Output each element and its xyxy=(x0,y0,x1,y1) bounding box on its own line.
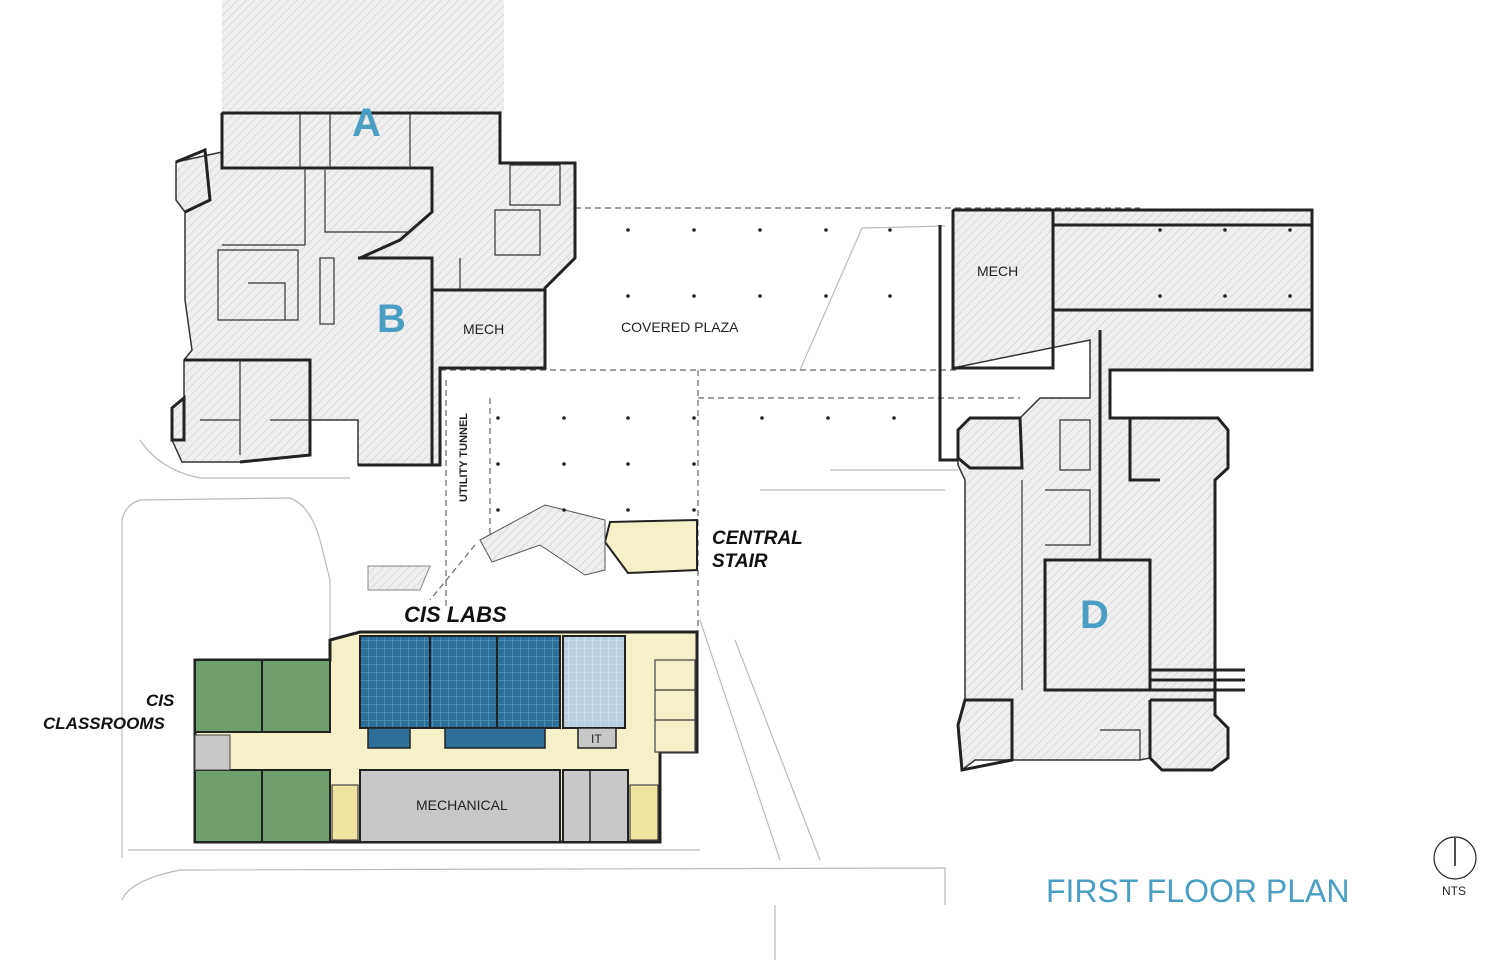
column-dot xyxy=(824,228,828,232)
building-d xyxy=(938,208,1314,772)
mechanical-label: MECHANICAL xyxy=(416,797,508,813)
column-dot xyxy=(760,416,764,420)
building-a-b xyxy=(170,111,577,467)
column-dot xyxy=(888,294,892,298)
column-dot xyxy=(496,462,500,466)
column-dot xyxy=(888,228,892,232)
building-a-label: A xyxy=(352,101,381,145)
north-arrow-icon xyxy=(1433,836,1477,880)
planter xyxy=(367,565,431,591)
column-dot xyxy=(692,228,696,232)
column-dot xyxy=(758,294,762,298)
utility-tunnel-label: UTILITY TUNNEL xyxy=(458,413,470,502)
column-dot xyxy=(626,508,630,512)
column-dot xyxy=(692,462,696,466)
column-dot xyxy=(1158,228,1162,232)
column-dot xyxy=(692,294,696,298)
central-stair-callout-line2: STAIR xyxy=(712,551,768,572)
building-d-label: D xyxy=(1080,593,1109,637)
column-dot xyxy=(626,462,630,466)
column-dot xyxy=(496,416,500,420)
column-dot xyxy=(562,462,566,466)
column-dot xyxy=(626,416,630,420)
column-dot xyxy=(826,416,830,420)
column-dot xyxy=(692,508,696,512)
covered-plaza-label: COVERED PLAZA xyxy=(621,319,739,335)
column-dot xyxy=(892,416,896,420)
column-dot xyxy=(1223,228,1227,232)
central-stair xyxy=(603,518,698,575)
column-dot xyxy=(692,416,696,420)
stair-bridge xyxy=(479,504,606,576)
it-room-label: IT xyxy=(591,732,602,746)
building-b-label: B xyxy=(377,297,406,341)
column-dot xyxy=(1288,228,1292,232)
mech-d-label: MECH xyxy=(977,263,1018,279)
cis-classrooms-callout-line2: CLASSROOMS xyxy=(43,714,166,733)
cis-classrooms-callout-line1: CIS xyxy=(146,691,175,710)
central-stair-callout-line1: CENTRAL xyxy=(712,528,803,549)
canopy-lines xyxy=(429,207,1140,640)
cis-building xyxy=(193,630,699,844)
column-dot xyxy=(496,508,500,512)
mech-b-label: MECH xyxy=(463,321,504,337)
column-dot xyxy=(1158,294,1162,298)
plaza-columns xyxy=(496,228,1292,512)
column-dot xyxy=(626,228,630,232)
cis-labs-callout: CIS LABS xyxy=(404,602,507,627)
column-dot xyxy=(562,416,566,420)
column-dot xyxy=(758,228,762,232)
column-dot xyxy=(824,294,828,298)
column-dot xyxy=(626,294,630,298)
column-dot xyxy=(1288,294,1292,298)
scale-note: NTS xyxy=(1442,884,1466,898)
building-a-north-wing xyxy=(222,0,504,113)
site-lines xyxy=(121,225,958,960)
column-dot xyxy=(1223,294,1227,298)
column-dot xyxy=(562,508,566,512)
plan-title: FIRST FLOOR PLAN xyxy=(1046,873,1349,909)
